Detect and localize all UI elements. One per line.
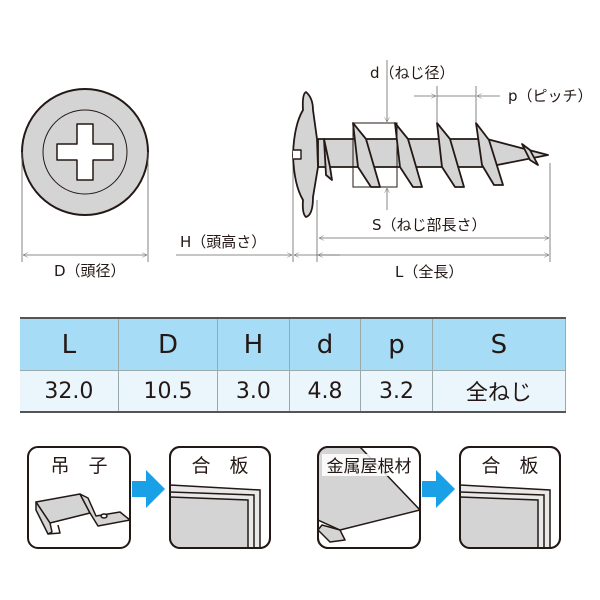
arrow-right-icon bbox=[132, 470, 165, 508]
header-L: L bbox=[20, 318, 119, 371]
header-d: d bbox=[288, 318, 362, 371]
panel-hanger: 吊 子 bbox=[27, 446, 131, 549]
value-H: 3.0 bbox=[217, 370, 290, 412]
header-S: S bbox=[431, 318, 567, 371]
head-diameter-label: D（頭径） bbox=[54, 262, 126, 280]
panel-plywood-1: 合 板 bbox=[169, 446, 271, 549]
header-H: H bbox=[217, 318, 290, 371]
value-p: 3.2 bbox=[360, 370, 433, 412]
spec-value-row: 32.0 10.5 3.0 4.8 3.2 全ねじ bbox=[20, 370, 567, 412]
total-length-label: L（全長） bbox=[395, 263, 463, 281]
value-S: 全ねじ bbox=[431, 370, 567, 412]
spec-table: L D H d p S 32.0 10.5 3.0 4.8 3.2 全ねじ bbox=[20, 317, 567, 413]
plywood-label-1: 合 板 bbox=[191, 455, 248, 477]
screw-head-top-view bbox=[21, 88, 149, 216]
usage-diagram: 吊 子 合 板 金属屋根材 bbox=[27, 446, 561, 549]
screw-side-view bbox=[292, 91, 549, 218]
panel-metal-roofing: 金属屋根材 bbox=[317, 446, 421, 549]
spec-header-row: L D H d p S bbox=[20, 318, 567, 371]
head-height-label: H（頭高さ） bbox=[180, 233, 266, 251]
screw-dimension-diagram: D（頭径） H（頭高さ） d（ねじ径） p（ピッチ） S（ねじ部長さ） L（全長… bbox=[21, 60, 593, 281]
hanger-label: 吊 子 bbox=[50, 455, 107, 477]
header-p: p bbox=[360, 318, 433, 371]
arrow-right-icon bbox=[422, 470, 455, 508]
phillips-cross-icon bbox=[56, 123, 114, 181]
value-L: 32.0 bbox=[20, 370, 119, 412]
metal-roofing-label: 金属屋根材 bbox=[327, 457, 412, 477]
header-D: D bbox=[117, 318, 219, 371]
value-D: 10.5 bbox=[117, 370, 219, 412]
thread-diameter-label: d（ねじ径） bbox=[370, 64, 455, 82]
panel-plywood-2: 合 板 bbox=[459, 446, 561, 549]
value-d: 4.8 bbox=[288, 370, 362, 412]
thread-length-label: S（ねじ部長さ） bbox=[372, 216, 487, 234]
plywood-label-2: 合 板 bbox=[481, 455, 538, 477]
pitch-label: p（ピッチ） bbox=[508, 87, 593, 105]
